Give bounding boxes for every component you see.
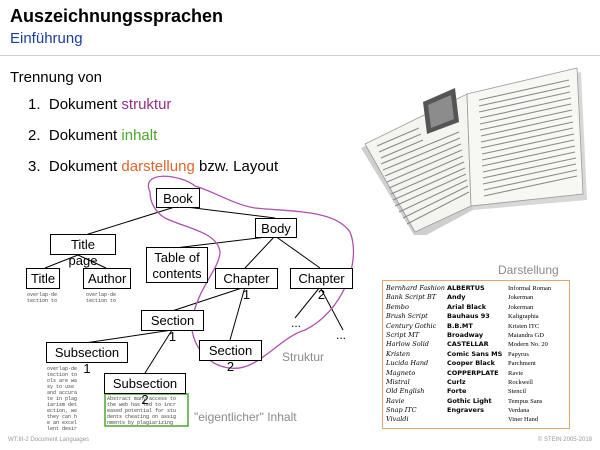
list-highlight-struktur: struktur <box>121 96 172 113</box>
list-prefix: Dokument <box>48 127 122 144</box>
node-chapter-1: Chapter 1 <box>215 268 278 302</box>
list-highlight-inhalt: inhalt <box>121 127 158 144</box>
page-title: Auszeichnungssprachen <box>10 6 224 26</box>
node-title: Title <box>26 268 60 289</box>
struktur-outline <box>147 175 355 369</box>
intro-text: Trennung von <box>10 69 103 86</box>
node-section-2: Section 2 <box>199 340 262 374</box>
author-content-snippet: overlap-de tection to <box>86 292 117 304</box>
list-item-2: 2. Dokument inhalt <box>28 127 157 144</box>
node-subsection-1: Subsection 1 <box>46 342 128 376</box>
page-subtitle: Einführung <box>10 30 83 47</box>
open-book-illustration <box>361 67 587 235</box>
list-number: 3. <box>28 158 41 175</box>
header-divider <box>0 55 600 56</box>
node-section-1: Section 1 <box>141 310 204 344</box>
subsection1-content-snippet: overlap-de tection to ols are wa sy to u… <box>47 366 78 432</box>
inhalt-outline <box>104 393 189 427</box>
footer-right: © STEIN 2005-2018 <box>537 437 592 443</box>
list-prefix: Dokument <box>48 158 122 175</box>
list-prefix: Dokument <box>48 96 122 113</box>
struktur-label: Struktur <box>282 350 325 364</box>
darstellung-label: Darstellung <box>498 263 559 277</box>
list-number: 1. <box>28 96 41 113</box>
ellipsis-chapter2-b: ... <box>336 328 347 342</box>
ellipsis-chapter2-a: ... <box>291 316 302 330</box>
font-samples-panel <box>382 280 570 429</box>
node-subsection-2: Subsection 2 <box>104 373 186 407</box>
node-author: Author <box>83 268 131 289</box>
node-chapter-2: Chapter 2 <box>290 268 353 302</box>
node-title-page: Title page <box>50 234 116 268</box>
title-content-snippet: overlap-de tection to <box>27 292 58 304</box>
list-number: 2. <box>28 127 41 144</box>
node-book: Book <box>156 188 200 208</box>
list-item-3: 3. Dokument darstellung bzw. Layout <box>28 158 278 175</box>
list-highlight-darstellung: darstellung <box>121 158 195 175</box>
node-table-of-contents: Table of contents <box>146 247 208 283</box>
footer-left: WT:III-2 Document Languages <box>8 437 90 443</box>
list-suffix: bzw. Layout <box>194 158 279 175</box>
inhalt-label: "eigentlicher" Inhalt <box>194 410 297 424</box>
list-item-1: 1. Dokument struktur <box>28 96 171 113</box>
subsection2-content-snippet: Abstract many access to the web has led … <box>107 396 177 426</box>
node-body: Body <box>255 218 297 238</box>
